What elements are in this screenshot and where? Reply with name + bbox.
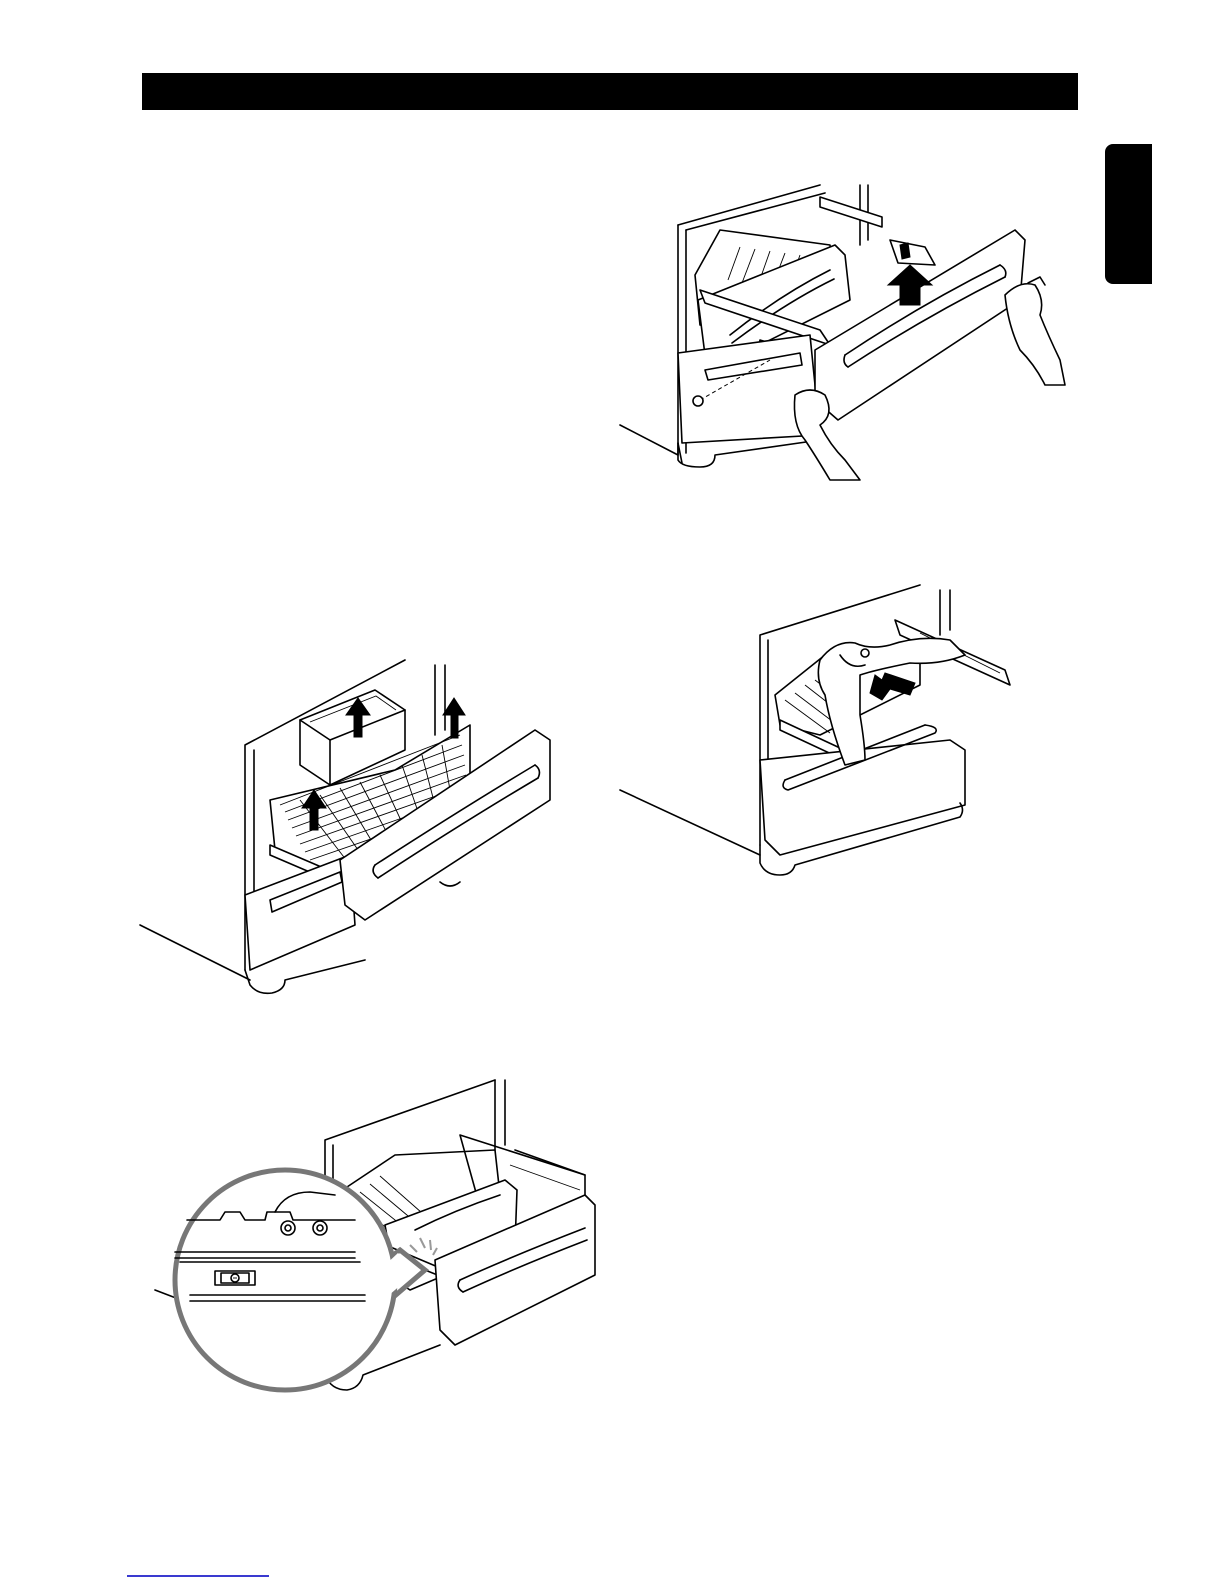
rail-magnified-detail-illustration [155, 1080, 595, 1395]
footer-link-underline [127, 1575, 269, 1577]
rail-push-illustration [620, 585, 1020, 885]
chapter-side-tab [1105, 144, 1152, 284]
drawer-lift-hands-illustration [620, 185, 1070, 480]
section-header-bar [142, 73, 1078, 110]
bin-basket-lift-illustration [140, 660, 560, 995]
